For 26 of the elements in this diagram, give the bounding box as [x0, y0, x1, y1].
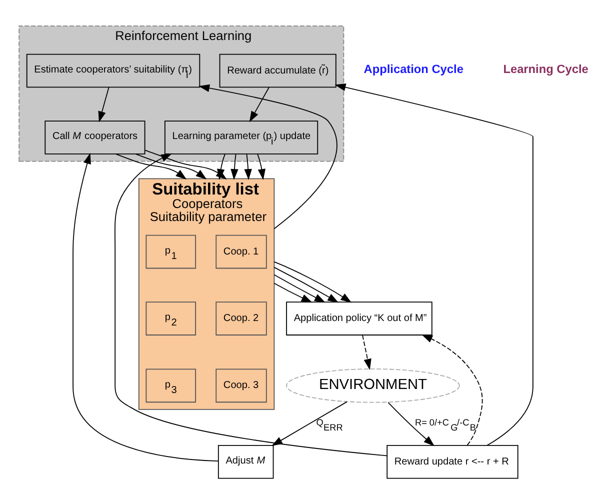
label: Application Cycle [364, 61, 464, 76]
arrow [388, 402, 435, 446]
arrow [274, 260, 352, 302]
arrow [274, 266, 339, 302]
arrow [249, 86, 270, 122]
arrow [274, 282, 312, 302]
arrow [421, 334, 483, 446]
arrow [244, 153, 252, 180]
arrow [98, 86, 110, 122]
node-ellipse: ENVIRONMENT [286, 368, 460, 402]
arrow [257, 153, 266, 180]
arrow [217, 153, 226, 180]
arrow [230, 153, 238, 180]
arrow [362, 334, 372, 370]
node-box: Coop. 1 [216, 234, 267, 268]
arrow [198, 84, 338, 229]
node-box: Coop. 3 [216, 368, 267, 402]
node-box: Application policy “K out of M” [286, 301, 432, 335]
node-box: Coop. 2 [216, 301, 267, 335]
node-box: Reward update r <-- r + R [386, 444, 518, 478]
node-box: Call M cooperators [44, 120, 146, 154]
arrow [274, 274, 326, 302]
arrow [334, 82, 534, 446]
node-box: Reward accumulate (r̃) [219, 53, 336, 88]
label: Learning Cycle [503, 61, 588, 76]
node-box: Adjust M [218, 444, 274, 478]
